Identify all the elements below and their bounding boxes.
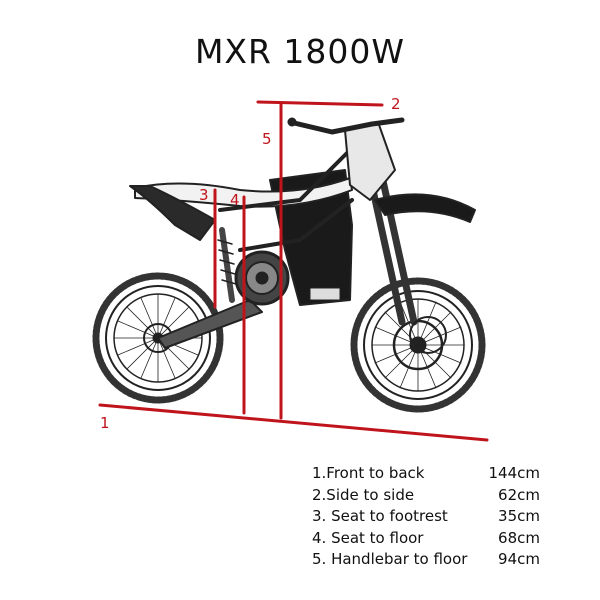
swingarm (157, 299, 263, 349)
spec-row: 4. Seat to floor 68cm (312, 528, 592, 550)
measure-label-3: 3 (199, 186, 209, 204)
spec-list: 1.Front to back 144cm 2.Side to side 62c… (312, 463, 592, 571)
measure-line-front-to-back (98, 403, 489, 442)
front-fender (374, 193, 476, 223)
frame (218, 148, 354, 252)
bike-illustration (92, 117, 486, 413)
spec-label: 1.Front to back (312, 464, 425, 482)
spec-label: 4. Seat to floor (312, 528, 424, 547)
spec-label: 3. Seat to footrest (312, 507, 448, 525)
disc-brake (409, 316, 447, 354)
front-wheel (350, 277, 486, 413)
page-title: MXR 1800W (194, 32, 406, 71)
spec-label: 2.Side to side (312, 485, 415, 504)
spec-value: 62cm (498, 485, 540, 504)
spec-value: 35cm (498, 507, 540, 525)
measure-label-5: 5 (262, 130, 272, 148)
spec-value: 94cm (498, 550, 540, 568)
spec-row: 3. Seat to footrest 35cm (312, 506, 592, 528)
spec-row: 5. Handlebar to floor 94cm (312, 549, 592, 571)
measure-label-4: 4 (230, 191, 240, 209)
measure-line-side-to-side (256, 100, 384, 107)
measure-label-1: 1 (100, 414, 110, 432)
motor (234, 250, 290, 306)
measurement-lines (98, 100, 489, 442)
rear-shock (219, 227, 235, 303)
spec-value: 144cm (488, 464, 541, 482)
spec-value: 68cm (498, 528, 540, 547)
spec-row: 2.Side to side 62cm (312, 485, 592, 507)
measure-label-2: 2 (391, 95, 401, 113)
spec-row: 1.Front to back 144cm (312, 463, 592, 485)
handlebar (287, 117, 405, 135)
spec-label: 5. Handlebar to floor (312, 550, 468, 568)
